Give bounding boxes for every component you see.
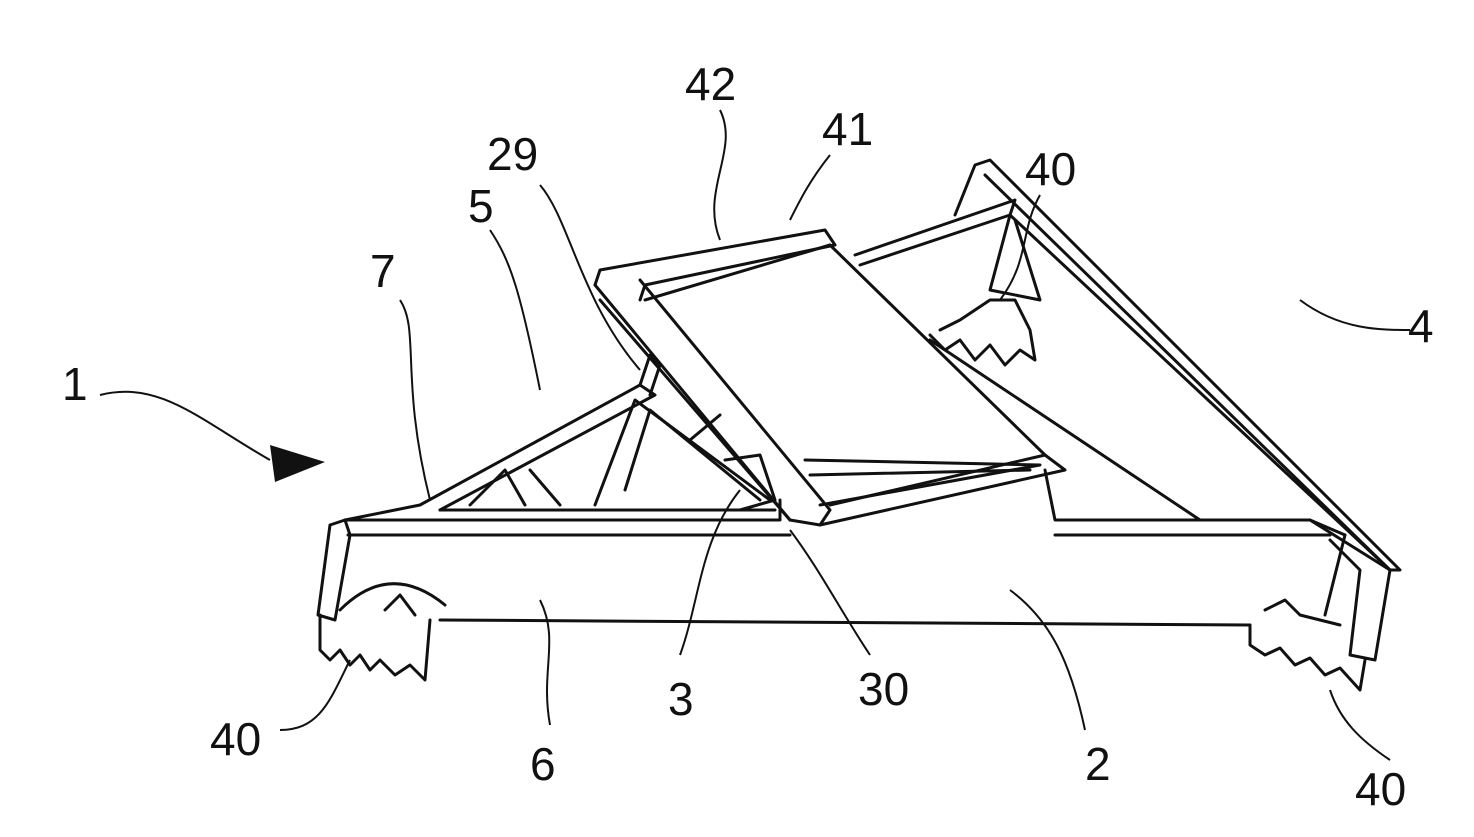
lower-frame: [723, 453, 777, 512]
upper-frame: [853, 158, 1402, 572]
label-2: 2: [1085, 738, 1111, 790]
label-4: 4: [1408, 300, 1434, 352]
panel-frame: [593, 228, 1067, 527]
label-6: 6: [530, 738, 556, 790]
leader-lines: [99, 109, 1411, 761]
label-40-right: 40: [1355, 763, 1406, 815]
label-30: 30: [858, 663, 909, 715]
label-40-left: 40: [210, 713, 261, 765]
label-42: 42: [685, 58, 736, 110]
label-5: 5: [468, 180, 494, 232]
label-3: 3: [668, 673, 694, 725]
label-41: 41: [822, 103, 873, 155]
label-29: 29: [487, 128, 538, 180]
label-40-top: 40: [1025, 143, 1076, 195]
label-7: 7: [370, 245, 396, 297]
label-1: 1: [62, 358, 88, 410]
arrow-icon: [270, 445, 325, 482]
base-beam: [343, 468, 1347, 627]
left-leg: [316, 518, 447, 682]
right-leg: [1248, 518, 1392, 692]
side-truss: [343, 353, 777, 522]
